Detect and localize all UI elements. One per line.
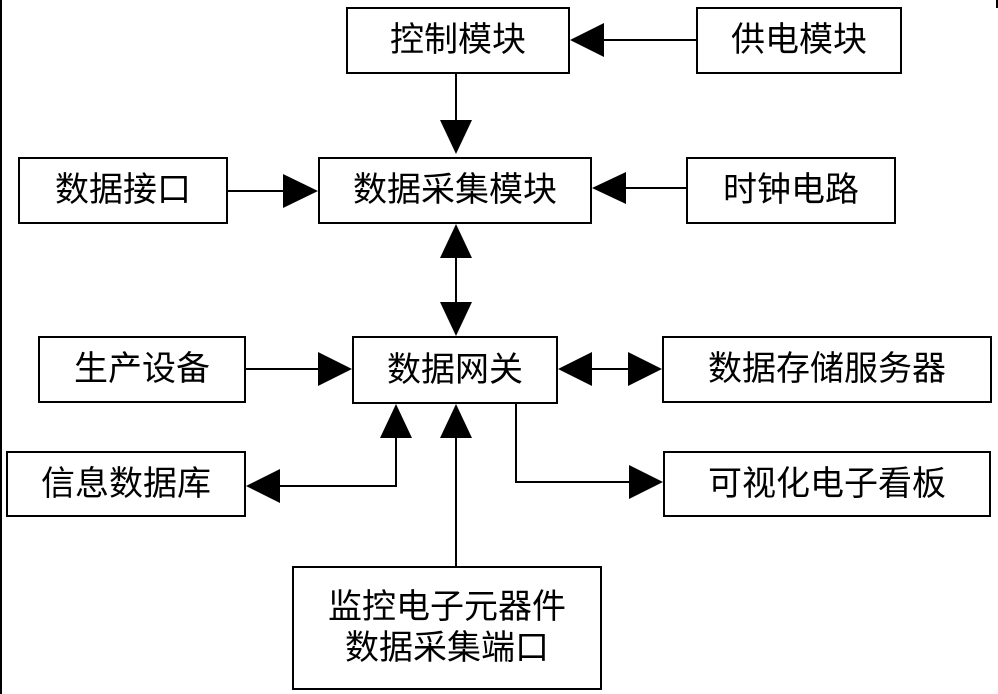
monitor-port-box: 监控电子元器件 数据采集端口 <box>292 566 602 690</box>
arrowhead-into-gateway-left <box>318 352 352 386</box>
monitor-port-label-line1: 监控电子元器件 <box>328 587 566 628</box>
visual-board-box: 可视化电子看板 <box>663 451 991 517</box>
frame-edge-right <box>996 0 998 8</box>
data-gateway-box: 数据网关 <box>352 336 558 404</box>
arrowhead-up-to-acquisition <box>440 224 472 258</box>
clock-circuit-box: 时钟电路 <box>686 157 896 224</box>
control-module-label: 控制模块 <box>390 20 526 61</box>
edge-gateway-database <box>280 438 397 487</box>
arrowhead-into-board <box>629 465 663 499</box>
production-equipment-label: 生产设备 <box>74 349 210 390</box>
info-database-box: 信息数据库 <box>6 451 246 517</box>
data-interface-label: 数据接口 <box>55 170 191 211</box>
control-module-box: 控制模块 <box>346 7 570 74</box>
edge-gateway-to-board <box>515 404 629 483</box>
arrowhead-into-gateway-bottom <box>440 404 472 438</box>
visual-board-label: 可视化电子看板 <box>708 463 946 504</box>
data-acquisition-module-box: 数据采集模块 <box>318 157 592 224</box>
data-storage-server-box: 数据存储服务器 <box>662 336 992 403</box>
arrowhead-into-control <box>570 23 604 57</box>
info-database-label: 信息数据库 <box>41 463 211 504</box>
arrowhead-into-acquisition-left <box>283 174 318 208</box>
arrowhead-into-acquisition-top <box>440 120 472 154</box>
arrowhead-into-acquisition-right <box>592 172 626 204</box>
production-equipment-box: 生产设备 <box>38 336 246 403</box>
power-module-label: 供电模块 <box>731 20 867 61</box>
monitor-port-label-line2: 数据采集端口 <box>345 628 549 668</box>
arrowhead-into-storage <box>628 352 662 386</box>
data-interface-box: 数据接口 <box>18 157 228 224</box>
power-module-box: 供电模块 <box>696 7 902 74</box>
arrowhead-into-gateway-bottom-left <box>380 404 412 438</box>
arrowhead-down-to-gateway <box>440 302 472 336</box>
data-storage-server-label: 数据存储服务器 <box>708 349 946 390</box>
data-acquisition-module-label: 数据采集模块 <box>353 170 557 211</box>
arrowhead-into-gateway-right <box>558 352 592 386</box>
data-gateway-label: 数据网关 <box>387 349 523 390</box>
arrowhead-into-database <box>246 469 280 503</box>
clock-circuit-label: 时钟电路 <box>723 170 859 211</box>
frame-edge-left <box>0 0 2 694</box>
